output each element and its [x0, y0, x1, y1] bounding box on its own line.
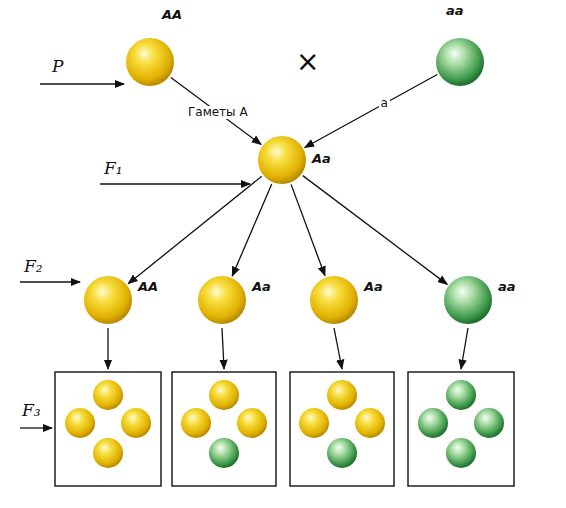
offspring-box	[172, 372, 276, 486]
pointer-arrow	[20, 427, 52, 428]
descent-arrow	[107, 328, 108, 369]
descent-arrow	[461, 328, 468, 369]
inheritance-arrow	[305, 75, 437, 148]
pointer-arrow	[20, 281, 80, 282]
pea-seed	[446, 438, 476, 468]
pea-seed	[446, 380, 476, 410]
inheritance-arrow	[232, 184, 272, 276]
pea-node: aa	[436, 38, 484, 86]
pea-seed	[355, 408, 385, 438]
pea-seed	[327, 380, 357, 410]
pea-outline	[310, 276, 358, 324]
pea-seed	[65, 408, 95, 438]
pea-seed	[209, 438, 239, 468]
inheritance-arrow	[128, 176, 261, 283]
pea-seed	[418, 408, 448, 438]
genotype-label: aa	[498, 280, 516, 293]
genotype-label: AA	[138, 280, 158, 293]
generation-label: P	[52, 58, 63, 75]
pea-outline	[84, 276, 132, 324]
generation-label: F₁	[104, 160, 123, 177]
offspring-box	[290, 372, 394, 486]
pea-node: Aa	[198, 276, 246, 324]
pointer-arrow	[40, 83, 124, 84]
inheritance-arrow	[291, 184, 325, 275]
descent-arrow	[334, 328, 342, 369]
pea-seed	[474, 408, 504, 438]
genotype-label: Aa	[312, 152, 331, 165]
pea-node: AA	[126, 38, 174, 86]
generation-label: F₂	[24, 258, 43, 275]
pea-seed	[181, 408, 211, 438]
generation-label: F₃	[22, 402, 41, 419]
pea-outline	[126, 38, 174, 86]
pea-node: aa	[444, 276, 492, 324]
pea-seed	[121, 408, 151, 438]
pea-seed	[299, 408, 329, 438]
pea-outline	[198, 276, 246, 324]
pea-outline	[258, 136, 306, 184]
offspring-box	[408, 372, 514, 486]
genotype-label: AA	[162, 8, 182, 21]
inheritance-arrow	[171, 77, 261, 144]
genotype-label: Aa	[364, 280, 383, 293]
pea-seed	[237, 408, 267, 438]
pea-seed	[209, 380, 239, 410]
descent-arrow	[222, 328, 224, 369]
pea-seed	[327, 438, 357, 468]
pea-node: AA	[84, 276, 132, 324]
gamete-label: Гаметы A	[186, 106, 250, 119]
inheritance-arrow	[303, 176, 447, 285]
pea-node: Aa	[258, 136, 306, 184]
genotype-label: aa	[446, 4, 464, 17]
pea-outline	[444, 276, 492, 324]
pea-outline	[436, 38, 484, 86]
gamete-label: a	[379, 97, 390, 110]
offspring-box	[55, 372, 161, 486]
pea-seed	[93, 438, 123, 468]
cross-sign: ×	[296, 48, 319, 76]
pea-node: Aa	[310, 276, 358, 324]
genotype-label: Aa	[252, 280, 271, 293]
pointer-arrow	[100, 183, 250, 184]
pea-seed	[93, 380, 123, 410]
